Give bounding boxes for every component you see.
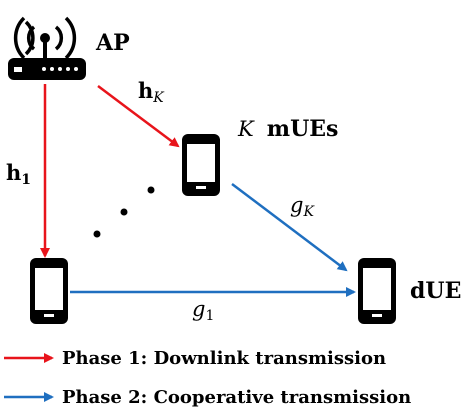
legend: Phase 1: Downlink transmission Phase 2: … (4, 348, 411, 408)
label-h1: h1 (6, 160, 31, 188)
arrow-gk (231, 183, 348, 272)
legend-item-phase2: Phase 2: Cooperative transmission (4, 387, 411, 408)
mues-text: mUEs (267, 116, 339, 142)
smartphone-icon (182, 134, 220, 196)
smartphone-icon (30, 258, 68, 324)
mues-k-symbol: K (237, 117, 255, 141)
due-label: dUE (410, 278, 461, 304)
arrow-hk (97, 85, 180, 148)
legend-label-phase2: Phase 2: Cooperative transmission (62, 387, 411, 408)
ellipsis-dot (147, 186, 155, 194)
mues-label: K mUEs (237, 116, 338, 142)
legend-label-phase1: Phase 1: Downlink transmission (62, 348, 386, 369)
label-gk: gK (290, 193, 315, 220)
label-g1: g1 (192, 297, 214, 324)
label-hk: hK (138, 78, 165, 106)
svg-text:K mUEs: K mUEs (237, 116, 338, 142)
ellipsis-dot (93, 230, 101, 238)
ap-label: AP (95, 30, 130, 56)
legend-item-phase1: Phase 1: Downlink transmission (4, 348, 386, 369)
smartphone-icon (358, 258, 396, 324)
ellipsis-dot (120, 208, 128, 216)
wireless-router-icon (8, 16, 86, 80)
